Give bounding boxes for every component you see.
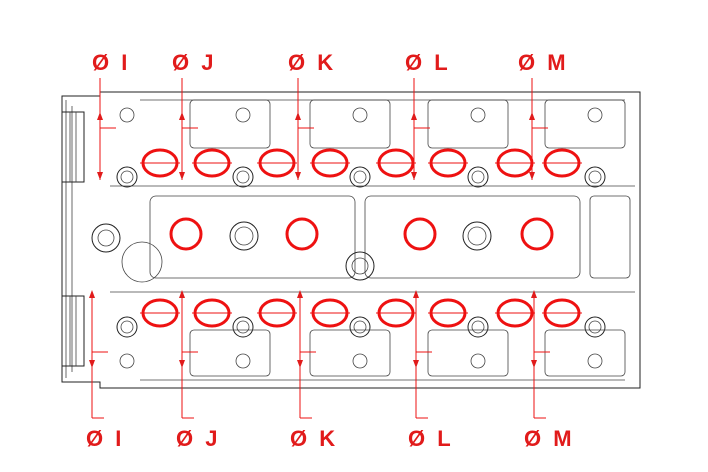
chamber-bore — [169, 217, 203, 251]
arrow-bottom — [531, 290, 537, 298]
boss-inner — [353, 320, 367, 334]
cam-pocket — [427, 329, 509, 377]
arrow-bottom2 — [179, 360, 185, 368]
arrow-bottom2 — [89, 360, 95, 368]
boss-inner — [471, 320, 485, 334]
bottom-labels: Ø I Ø J Ø K Ø L Ø M — [86, 426, 575, 451]
boss-inner — [588, 320, 602, 334]
label-top-j: Ø J — [172, 50, 216, 75]
boss-inner — [588, 170, 602, 184]
boss-circle — [349, 166, 371, 188]
plug-bore — [229, 221, 259, 251]
boss-circle — [232, 166, 254, 188]
label-top-i: Ø I — [92, 50, 130, 75]
chamber-bore — [285, 217, 319, 251]
dimension-lines — [89, 78, 550, 419]
arrow-top — [529, 112, 535, 120]
arrow-bottom — [89, 290, 95, 298]
arrow-bottom — [413, 290, 419, 298]
bolt-hole — [587, 353, 603, 369]
boss-inner — [120, 170, 134, 184]
boss-circle — [467, 316, 489, 338]
center-boss-inner — [351, 257, 369, 275]
boss-circle — [584, 316, 606, 338]
label-bottom-j: Ø J — [176, 426, 220, 451]
plug-bore-inner — [234, 226, 254, 246]
center-bores — [91, 217, 554, 283]
cam-pocket — [544, 99, 626, 149]
cam-pocket — [427, 99, 509, 149]
arrow-bottom2 — [413, 360, 419, 368]
label-bottom-i: Ø I — [86, 426, 124, 451]
cam-pocket — [544, 329, 626, 377]
boss-inner — [353, 170, 367, 184]
boss-inner — [120, 320, 134, 334]
center-boss — [345, 251, 375, 281]
label-bottom-m: Ø M — [524, 426, 575, 451]
label-bottom-k: Ø K — [290, 426, 338, 451]
chamber-bore — [520, 217, 554, 251]
cam-pocket — [189, 329, 271, 377]
boss-circle — [584, 166, 606, 188]
arrow-bottom2 — [531, 360, 537, 368]
plug-bore-inner — [467, 226, 487, 246]
bolt-hole — [119, 107, 135, 123]
end-bore — [91, 223, 121, 253]
end-bore-inner — [97, 229, 115, 247]
boss-circle — [116, 166, 138, 188]
valve-port-group — [116, 99, 626, 377]
arrow-bottom2 — [297, 360, 303, 368]
arrow-top2 — [97, 172, 103, 180]
chamber-bore — [403, 217, 437, 251]
bolt-hole — [352, 107, 368, 123]
bolt-hole — [235, 107, 251, 123]
bolt-hole — [119, 353, 135, 369]
boss-inner — [236, 320, 250, 334]
arrow-bottom — [179, 290, 185, 298]
boss-inner — [471, 170, 485, 184]
arrow-top — [97, 112, 103, 120]
arrow-top2 — [529, 172, 535, 180]
label-top-m: Ø M — [518, 50, 569, 75]
top-labels: Ø I Ø J Ø K Ø L Ø M — [92, 50, 569, 75]
arrow-bottom — [297, 290, 303, 298]
boss-circle — [349, 316, 371, 338]
boss-circle — [116, 316, 138, 338]
cam-pocket — [309, 329, 391, 377]
arrow-top2 — [295, 172, 301, 180]
arrow-top — [411, 112, 417, 120]
cam-pocket — [189, 99, 271, 149]
label-top-k: Ø K — [288, 50, 336, 75]
label-bottom-l: Ø L — [408, 426, 454, 451]
bolt-hole — [352, 353, 368, 369]
boss-circle — [467, 166, 489, 188]
arrow-top — [295, 112, 301, 120]
bolt-hole — [235, 353, 251, 369]
plug-bore — [462, 221, 492, 251]
boss-circle — [232, 316, 254, 338]
bolt-hole — [470, 107, 486, 123]
end-boss — [121, 241, 163, 283]
arrow-top2 — [411, 172, 417, 180]
label-top-l: Ø L — [405, 50, 451, 75]
bolt-hole — [470, 353, 486, 369]
head-outline — [61, 91, 641, 389]
boss-inner — [236, 170, 250, 184]
bolt-hole — [587, 107, 603, 123]
arrow-top2 — [179, 172, 185, 180]
arrow-top — [179, 112, 185, 120]
cam-pocket — [309, 99, 391, 149]
